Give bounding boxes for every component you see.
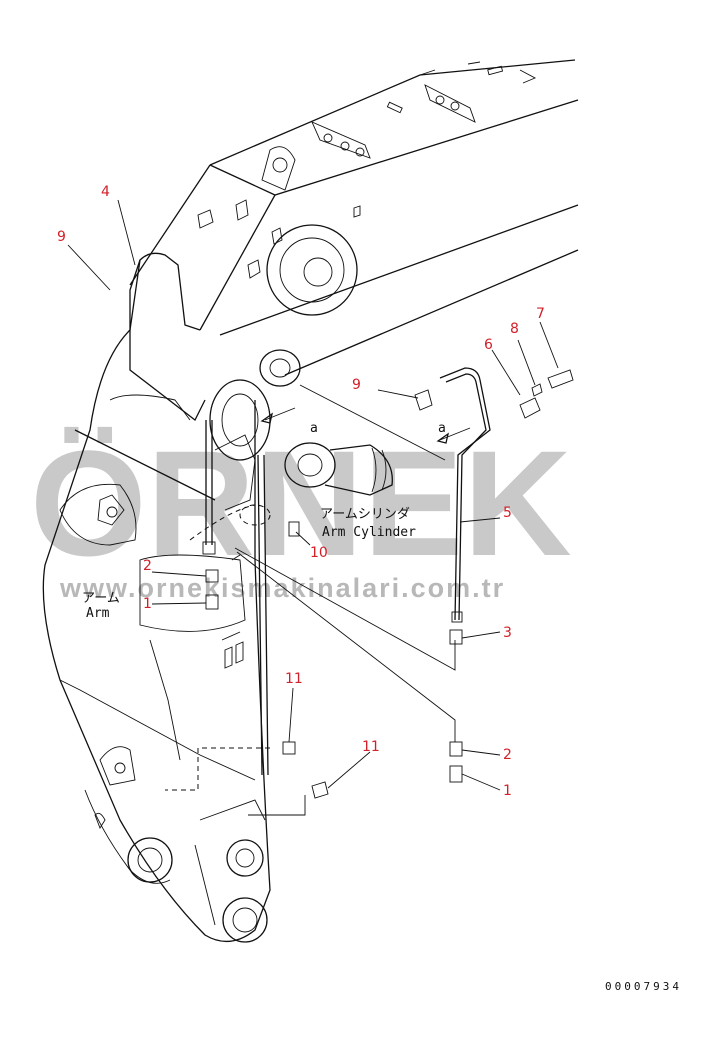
callout-5: 5 (503, 505, 512, 521)
callout-6: 6 (484, 337, 493, 353)
callout-9-right: 9 (352, 377, 361, 393)
grease-pipes (139, 367, 574, 816)
arm-pivot-boss (209, 349, 301, 461)
arm-jp-label: アーム (82, 591, 120, 606)
watermark: ÖRNEK www.ornekismakinalari.com.tr (30, 419, 572, 603)
callout-3: 3 (503, 625, 512, 641)
callout-1-arm: 1 (143, 596, 152, 612)
callout-4: 4 (101, 184, 110, 200)
document-number: 00007934 (605, 980, 682, 993)
boom (129, 59, 579, 376)
callout-2-arm: 2 (143, 558, 152, 574)
callout-11-upper: 11 (285, 671, 303, 687)
callout-9-left: 9 (57, 229, 66, 245)
callout-11-lower: 11 (362, 739, 380, 755)
callout-7: 7 (536, 306, 545, 322)
view-a-label-1: a (310, 421, 318, 436)
callout-8: 8 (510, 321, 519, 337)
view-a-label-2: a (438, 421, 446, 436)
watermark-url: www.ornekismakinalari.com.tr (59, 573, 505, 603)
arm-cylinder (189, 442, 393, 541)
callout-2-right: 2 (503, 747, 512, 763)
arm-en-label: Arm (86, 606, 110, 621)
view-arrows: a a (260, 384, 471, 461)
callout-leaders (67, 199, 559, 791)
callout-10: 10 (310, 545, 328, 561)
arm-cylinder-en-label: Arm Cylinder (322, 525, 416, 540)
watermark-brand: ÖRNEK (30, 419, 572, 587)
callout-1-right: 1 (503, 783, 512, 799)
callouts: 4 9 9 6 8 7 5 2 1 10 3 11 11 2 1 (57, 184, 545, 799)
arm (42, 252, 271, 943)
arm-cylinder-jp-label: アームシリンダ (320, 507, 410, 522)
part-labels: アームシリンダ Arm Cylinder アーム Arm (82, 507, 416, 621)
